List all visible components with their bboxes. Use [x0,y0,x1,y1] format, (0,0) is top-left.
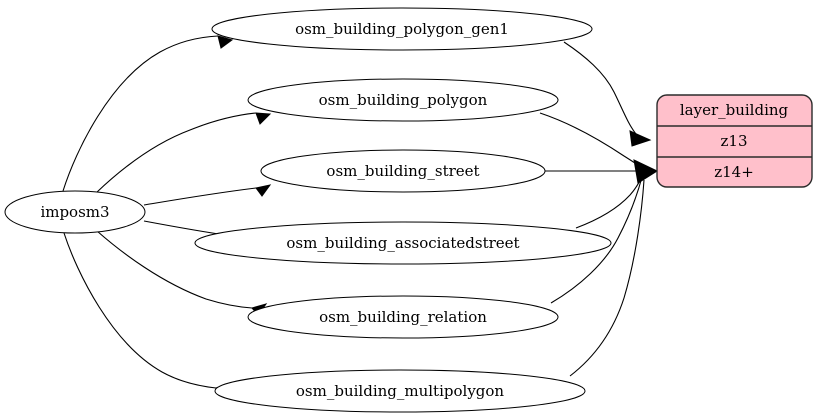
node-layer_building[interactable]: layer_building z13 z14+ [656,94,813,188]
node-osm_building_street[interactable]: osm_building_street [260,149,546,193]
imposm3-label: imposm3 [40,203,109,221]
edge-group-tables-to-layer [539,41,659,377]
edge-osm_building_associatedstreet-to-z14plus [575,173,644,229]
arrowhead-osm_building_polygon [255,112,272,125]
edge-imposm3-to-osm_building_relation [96,230,253,309]
osm_building_polygon_gen1-ellipse[interactable] [211,7,593,51]
layer_building-row-z13-label: z13 [721,132,748,150]
edge-imposm3-to-osm_building_polygon_gen1 [62,35,219,192]
osm_building_polygon-label: osm_building_polygon [319,91,488,109]
arrowhead-osm_building_polygon_gen1 [217,35,234,49]
osm_building_relation-ellipse[interactable] [247,295,559,339]
arrowhead-osm_building_street [255,184,272,197]
osm_building_relation-label: osm_building_relation [319,308,487,326]
edge-osm_building_polygon-to-z14plus [539,112,643,169]
layer_building-box[interactable] [656,94,813,188]
layer_building-header-label: layer_building [680,101,789,119]
edge-osm_building_polygon_gen1-to-z13 [563,41,637,135]
osm_building_associatedstreet-label: osm_building_associatedstreet [286,234,519,252]
edge-osm_building_relation-to-z14plus [550,176,643,304]
layer_building-row-z14plus-label: z14+ [714,163,754,181]
node-osm_building_associatedstreet[interactable]: osm_building_associatedstreet [194,221,612,265]
node-imposm3[interactable]: imposm3 [4,190,146,234]
node-osm_building_polygon_gen1[interactable]: osm_building_polygon_gen1 [211,7,593,51]
node-osm_building_relation[interactable]: osm_building_relation [247,295,559,339]
imposm3-ellipse[interactable] [4,190,146,234]
edge-osm_building_multipolygon-to-z14plus [569,179,645,377]
osm_building_associatedstreet-ellipse[interactable] [194,221,612,265]
edge-imposm3-to-osm_building_multipolygon [63,232,217,389]
edge-imposm3-to-osm_building_street [143,187,257,206]
osm_building_multipolygon-ellipse[interactable] [214,369,586,413]
arrowhead-layer-z14plus [633,159,659,184]
osm_building_street-label: osm_building_street [326,162,479,180]
node-osm_building_polygon[interactable]: osm_building_polygon [247,78,559,122]
osm_building_multipolygon-label: osm_building_multipolygon [296,382,505,400]
osm_building_street-ellipse[interactable] [260,149,546,193]
arrowhead-layer-z13 [629,130,652,147]
node-osm_building_multipolygon[interactable]: osm_building_multipolygon [214,369,586,413]
osm_building_polygon_gen1-label: osm_building_polygon_gen1 [295,20,509,38]
edge-imposm3-to-osm_building_polygon [95,112,257,194]
osm_building_polygon-ellipse[interactable] [247,78,559,122]
